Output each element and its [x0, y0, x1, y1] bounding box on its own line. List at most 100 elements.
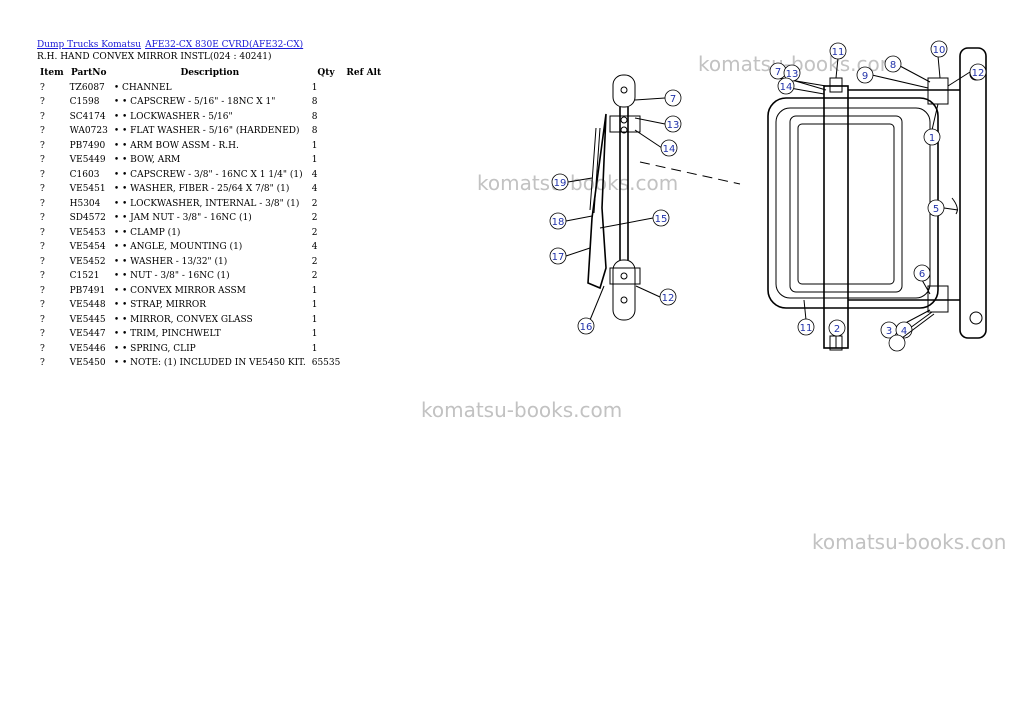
cell-description: • • WASHER, FIBER - 25/64 X 7/8" (1): [113, 184, 290, 194]
cell-partno: VE5445: [69, 314, 106, 325]
cell-partno: PB7490: [69, 140, 106, 151]
cell-description: • • ARM BOW ASSM - R.H.: [113, 140, 239, 151]
cell-ref-alt: [343, 182, 384, 197]
cell-ref-alt: [343, 139, 384, 154]
cell-qty: 1: [311, 300, 318, 310]
table-row: ? PB7490 • • ARM BOW ASSM - R.H. 1: [37, 139, 384, 154]
cell-partno: VE5451: [69, 184, 106, 194]
cell-partno: VE5452: [69, 256, 106, 267]
callout-18: 18: [549, 212, 593, 230]
svg-text:11: 11: [832, 47, 845, 58]
cell-ref-alt: [343, 124, 384, 139]
table-header-row: Item PartNo Description Qty Ref Alt: [37, 66, 384, 81]
cell-qty: 1: [311, 285, 318, 296]
cell-item: ?: [40, 256, 45, 267]
cell-partno: PB7491: [69, 285, 106, 296]
callout-11: 2: [828, 319, 846, 348]
breadcrumb-link-model[interactable]: AFE32-CX 830E CVRD(AFE32-CX): [145, 40, 304, 50]
svg-text:17: 17: [552, 252, 565, 263]
cell-partno: C1603: [69, 169, 100, 180]
callout-15: 15: [599, 209, 670, 229]
svg-text:12: 12: [662, 293, 675, 304]
header-partno: PartNo: [70, 68, 107, 78]
cell-ref-alt: [343, 110, 384, 125]
svg-text:13: 13: [786, 69, 799, 80]
callout-13: 13: [783, 64, 827, 91]
header-item: Item: [40, 68, 64, 78]
page-title: R.H. HAND CONVEX MIRROR INSTL(024 : 4024…: [37, 52, 272, 62]
cell-description: • • TRIM, PINCHWELT: [113, 329, 221, 339]
cell-partno: VE5448: [69, 300, 106, 310]
table-row: ? VE5451 • • WASHER, FIBER - 25/64 X 7/8" …: [37, 182, 384, 197]
breadcrumb-link-dump-trucks[interactable]: Dump Trucks Komatsu: [37, 40, 142, 50]
cell-ref-alt: [343, 153, 384, 168]
callout-12: 12: [947, 63, 987, 87]
cell-item: ?: [40, 140, 45, 151]
cell-partno: VE5454: [69, 242, 106, 252]
cell-item: ?: [40, 97, 45, 107]
cell-description: • • JAM NUT - 3/8" - 16NC (1): [113, 213, 252, 223]
cell-qty: 1: [311, 155, 318, 165]
cell-item: ?: [40, 343, 45, 354]
cell-description: • • LOCKWASHER, INTERNAL - 3/8" (1): [113, 198, 300, 209]
cell-qty: 2: [311, 198, 318, 209]
cell-ref-alt: [343, 298, 384, 313]
svg-text:6: 6: [919, 269, 925, 280]
header-qty: Qty: [317, 68, 335, 78]
cell-ref-alt: [343, 95, 384, 110]
cell-description: • CHANNEL: [113, 82, 172, 93]
svg-text:2: 2: [834, 324, 840, 335]
cell-item: ?: [40, 300, 45, 310]
svg-text:15: 15: [655, 214, 668, 225]
cell-description: • • STRAP, MIRROR: [113, 300, 207, 310]
cell-description: • • CAPSCREW - 5/16" - 18NC X 1": [113, 97, 276, 107]
svg-text:11: 11: [800, 323, 813, 334]
cell-ref-alt: [343, 269, 384, 284]
callout-7: 7: [634, 89, 682, 107]
cell-qty: 1: [311, 343, 318, 354]
svg-text:4: 4: [901, 326, 907, 337]
table-row: ? VE5448 • • STRAP, MIRROR 1: [37, 298, 384, 313]
mirror-frame-drawing: [767, 47, 987, 351]
cell-ref-alt: [343, 240, 384, 255]
callout-14: 14: [777, 77, 825, 95]
cell-qty: 1: [311, 140, 318, 151]
header-ref-alt: Ref Alt: [346, 68, 382, 78]
cell-description: • • BOW, ARM: [113, 155, 181, 165]
cell-ref-alt: [343, 356, 384, 371]
callout-7: 10: [930, 40, 948, 79]
callout-8: 8: [884, 55, 931, 83]
cell-ref-alt: [343, 327, 384, 342]
cell-description: • • ANGLE, MOUNTING (1): [113, 242, 243, 252]
parts-table: Item PartNo Description Qty Ref Alt ?TZ6…: [37, 66, 384, 371]
svg-text:12: 12: [972, 68, 985, 79]
table-row: ?VE5453• • CLAMP (1)2: [37, 226, 384, 241]
cell-qty: 2: [311, 256, 318, 267]
svg-text:19: 19: [554, 178, 567, 189]
cell-partno: C1598: [69, 97, 100, 107]
table-row: ?VE5454• • ANGLE, MOUNTING (1)4: [37, 240, 384, 255]
cell-partno: VE5447: [69, 329, 106, 339]
callout-11: 11: [829, 42, 847, 79]
table-row: ?C1598• • CAPSCREW - 5/16" - 18NC X 1"8: [37, 95, 384, 110]
cell-qty: 4: [311, 242, 318, 252]
table-row: ?H5304• • LOCKWASHER, INTERNAL - 3/8" (1…: [37, 197, 384, 212]
callout-17: 17: [549, 247, 591, 265]
cell-partno: H5304: [69, 198, 101, 209]
cell-item: ?: [40, 184, 45, 194]
watermark: komatsu-books.com: [421, 398, 623, 422]
cell-description: • • MIRROR, CONVEX GLASS: [113, 314, 253, 325]
svg-text:7: 7: [775, 67, 781, 78]
callout-14: 14: [634, 129, 678, 157]
header-description: Description: [180, 68, 240, 78]
cell-ref-alt: [343, 342, 384, 357]
table-row: ?SD4572• • JAM NUT - 3/8" - 16NC (1)2: [37, 211, 384, 226]
cell-qty: 4: [311, 169, 318, 180]
cell-ref-alt: [343, 284, 384, 299]
cell-item: ?: [40, 155, 45, 165]
